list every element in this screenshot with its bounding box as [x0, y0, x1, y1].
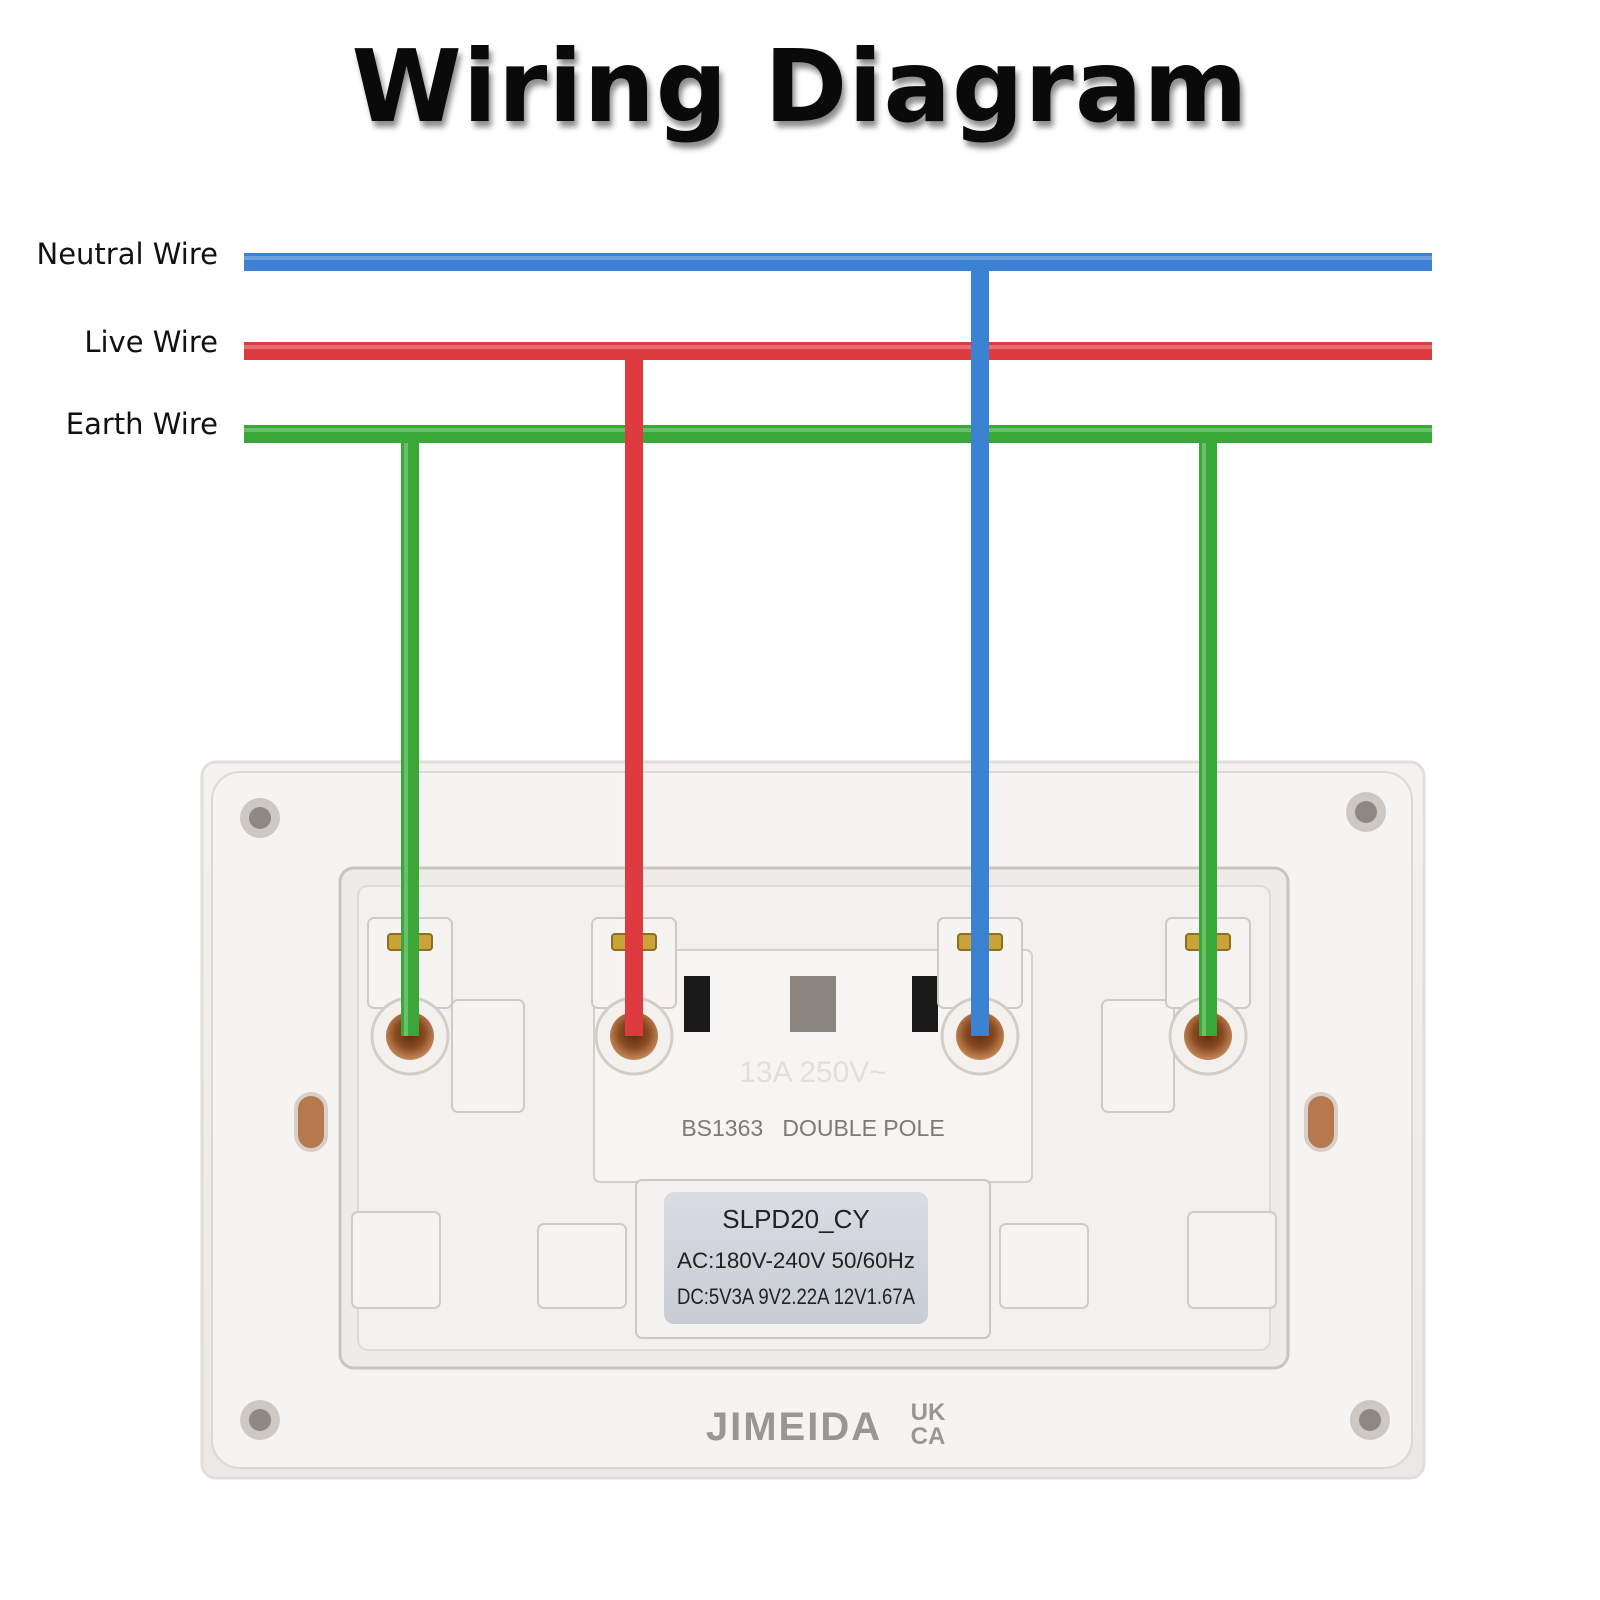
- socket-back: 13A 250V~ BS1363 DOUBLE POLE SLPD20_CY A…: [200, 760, 1426, 1480]
- page-title: Wiring Diagram: [351, 28, 1249, 145]
- usb-label: [664, 1192, 928, 1324]
- brand-logo: JIMEIDA: [706, 1405, 882, 1449]
- earth-wire-label: Earth Wire: [65, 407, 218, 441]
- corner-hole-center: [1359, 1409, 1381, 1431]
- pin-slot: [790, 976, 836, 1032]
- wires: [244, 253, 1432, 1036]
- usb-ac-rating: AC:180V-240V 50/60Hz: [677, 1248, 915, 1273]
- neutral-wire-label: Neutral Wire: [36, 237, 218, 271]
- clip-block: [1101, 999, 1175, 1113]
- mounting-slot: [294, 1092, 328, 1152]
- wire-bus-highlight: [244, 428, 1432, 432]
- usb-dc-rating: DC:5V3A 9V2.22A 12V1.67A: [677, 1284, 915, 1309]
- lower-block: [537, 1223, 627, 1309]
- ukca-mark-top: UK: [911, 1399, 946, 1426]
- standard-text: BS1363 DOUBLE POLE: [681, 1115, 944, 1141]
- corner-hole-center: [249, 1409, 271, 1431]
- pin-slot: [684, 976, 710, 1032]
- wire-drop-earth: [1199, 434, 1217, 1036]
- wire-bus-highlight: [244, 345, 1432, 349]
- lower-block: [1187, 1211, 1277, 1309]
- corner-hole-center: [249, 807, 271, 829]
- corner-hole-center: [1355, 801, 1377, 823]
- wire-drop-highlight: [404, 434, 408, 1036]
- wire-drop-neutral-over: [971, 262, 989, 1036]
- ukca-mark-bottom: CA: [911, 1423, 946, 1450]
- mounting-slot: [1304, 1092, 1338, 1152]
- wire-drop-highlight: [1202, 434, 1206, 1036]
- terminals: [367, 917, 1251, 1076]
- lower-block: [999, 1223, 1089, 1309]
- wire-bus-live: [244, 342, 1432, 360]
- wire-drop-earth: [401, 434, 419, 1036]
- lower-block: [351, 1211, 441, 1309]
- live-wire-label: Live Wire: [84, 325, 218, 359]
- wire-bus-earth: [244, 425, 1432, 443]
- rating-text: 13A 250V~: [739, 1056, 887, 1089]
- wire-bus-neutral: [244, 253, 1432, 271]
- clip-block: [451, 999, 525, 1113]
- pin-slot: [912, 976, 938, 1032]
- usb-model: SLPD20_CY: [722, 1204, 869, 1234]
- wire-bus-highlight: [244, 256, 1432, 260]
- wire-drop-live-over: [625, 351, 643, 1036]
